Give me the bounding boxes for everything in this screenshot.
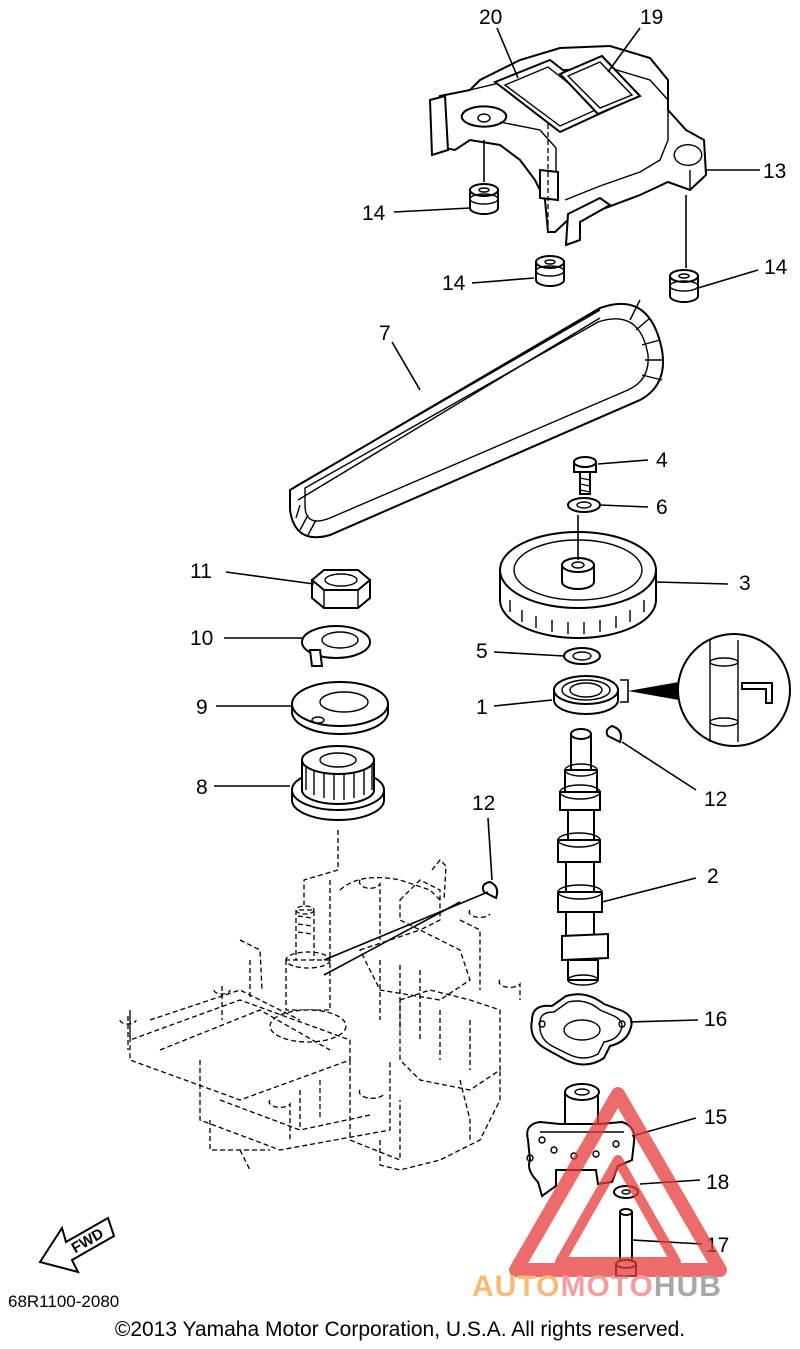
camshaft-pulley: [499, 515, 657, 639]
callout-numbers: 20 19 13 14 14 14 7 4 6 3 11 10 5 9 1 8 …: [190, 6, 788, 1257]
callout-7: 7: [379, 322, 391, 345]
callout-5: 5: [476, 640, 488, 663]
callout-11: 11: [190, 560, 212, 583]
woodruff-key-upper: [605, 724, 622, 744]
cylinder-block: [119, 830, 521, 1171]
callout-8: 8: [196, 776, 208, 799]
callout-12-right: 12: [704, 788, 727, 811]
callout-6: 6: [656, 496, 668, 519]
lock-washer: [301, 625, 371, 667]
oil-seal: [553, 675, 619, 715]
watermark-logo: AUTOMOTOHUB: [472, 1087, 727, 1303]
callout-10: 10: [190, 627, 213, 650]
callout-15: 15: [704, 1106, 727, 1129]
copyright-notice: ©2013 Yamaha Motor Corporation, U.S.A. A…: [114, 1318, 686, 1341]
callout-4: 4: [656, 449, 668, 472]
callout-14-center: 14: [442, 272, 466, 295]
grommet-left: [469, 183, 499, 215]
callout-leaders: [214, 27, 760, 1245]
washer-5: [563, 647, 601, 665]
watermark-text: AUTOMOTOHUB: [472, 1270, 722, 1303]
forward-direction-arrow: FWD: [38, 1216, 116, 1274]
crankshaft-sprocket: [291, 745, 385, 821]
timing-belt: [289, 299, 664, 539]
grommet-right: [669, 269, 699, 303]
callout-13: 13: [763, 160, 786, 183]
callout-3: 3: [739, 572, 751, 595]
callout-18: 18: [706, 1171, 729, 1194]
callout-14-right: 14: [764, 256, 788, 279]
timing-belt-cover: [428, 44, 708, 247]
callout-20: 20: [479, 6, 502, 29]
callout-1: 1: [476, 696, 488, 719]
washer-6: [567, 497, 601, 513]
bolt: [573, 456, 597, 495]
document-code: 68R1100-2080: [8, 1292, 120, 1311]
gasket: [530, 993, 633, 1066]
callout-9: 9: [196, 696, 208, 719]
callout-12-left: 12: [472, 792, 495, 815]
callout-19: 19: [640, 6, 663, 29]
plate-washer: [291, 681, 389, 735]
woodruff-key-lower: [481, 880, 499, 900]
grommet-center: [535, 255, 565, 287]
camshaft: [557, 728, 609, 986]
callout-2: 2: [707, 865, 719, 888]
nut: [310, 569, 372, 609]
callout-16: 16: [704, 1008, 727, 1031]
installation-detail-inset: [620, 633, 791, 747]
callout-14-left: 14: [362, 202, 386, 225]
